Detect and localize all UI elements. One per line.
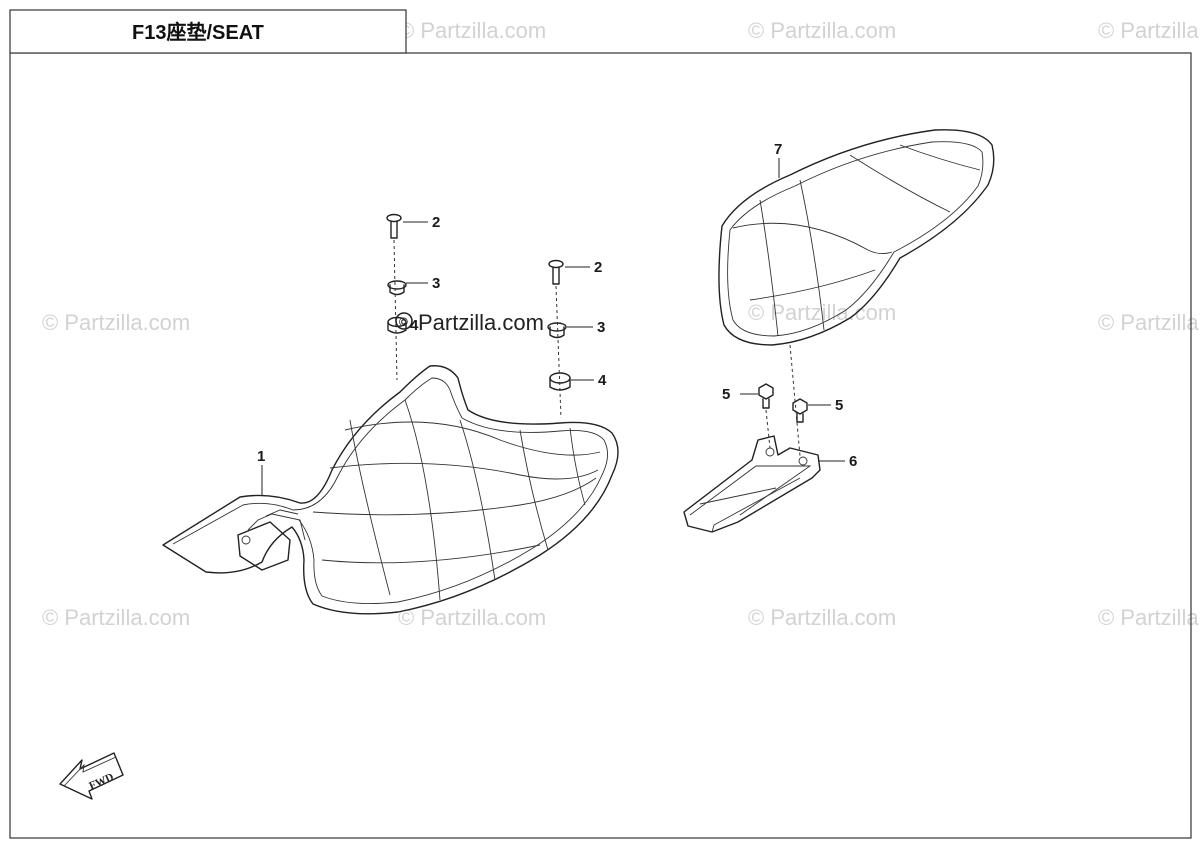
watermark: © Partzilla.com — [398, 605, 546, 630]
callout-3: 3 — [597, 319, 605, 336]
logo-text: Partzilla.com — [418, 310, 544, 335]
callout-4: 4 — [410, 317, 419, 334]
callout-7: 7 — [774, 141, 782, 158]
watermarks: © Partzilla.com © Partzilla.com © Partzi… — [42, 18, 1200, 630]
diagram-frame — [9, 52, 1192, 839]
svg-text:©: © — [399, 315, 408, 329]
callout-5: 5 — [722, 386, 730, 403]
screw[interactable] — [792, 398, 808, 423]
watermark: © Partzilla.com — [42, 605, 190, 630]
assembly-lines — [393, 239, 801, 457]
grommet[interactable] — [549, 372, 571, 391]
fwd-arrow-icon: FWD — [59, 752, 124, 800]
watermark: © Partzilla.com — [1098, 605, 1200, 630]
callout-4: 4 — [598, 372, 607, 389]
callout-6: 6 — [849, 453, 857, 470]
watermark: © Partzilla.com — [748, 18, 896, 43]
bolt[interactable] — [548, 259, 564, 285]
callouts: 1 2 3 4 2 3 4 5 5 6 7 — [257, 141, 857, 470]
watermark: © Partzilla.com — [748, 605, 896, 630]
watermark: © Partzilla.com — [1098, 310, 1200, 335]
front-seat[interactable] — [162, 365, 619, 615]
watermark: © Partzilla.com — [398, 18, 546, 43]
washer[interactable] — [547, 322, 567, 339]
washer[interactable] — [387, 280, 407, 296]
title-box — [9, 9, 407, 54]
callout-5: 5 — [835, 397, 843, 414]
fwd-label: FWD — [87, 771, 115, 792]
seat-bracket[interactable] — [683, 435, 821, 533]
callout-1: 1 — [257, 448, 265, 465]
screw[interactable] — [758, 383, 774, 409]
rear-seat[interactable] — [718, 129, 995, 346]
partzilla-logo: © Partzilla.com — [395, 310, 544, 335]
watermark: © Partzilla.com — [1098, 18, 1200, 43]
callout-2: 2 — [432, 214, 440, 231]
callout-leaders — [261, 158, 845, 496]
bolt[interactable] — [386, 213, 402, 239]
diagram-title: F13座垫/SEAT — [132, 20, 264, 44]
watermark: © Partzilla.com — [42, 310, 190, 335]
callout-3: 3 — [432, 275, 440, 292]
callout-2: 2 — [594, 259, 602, 276]
grommet[interactable] — [387, 316, 407, 334]
